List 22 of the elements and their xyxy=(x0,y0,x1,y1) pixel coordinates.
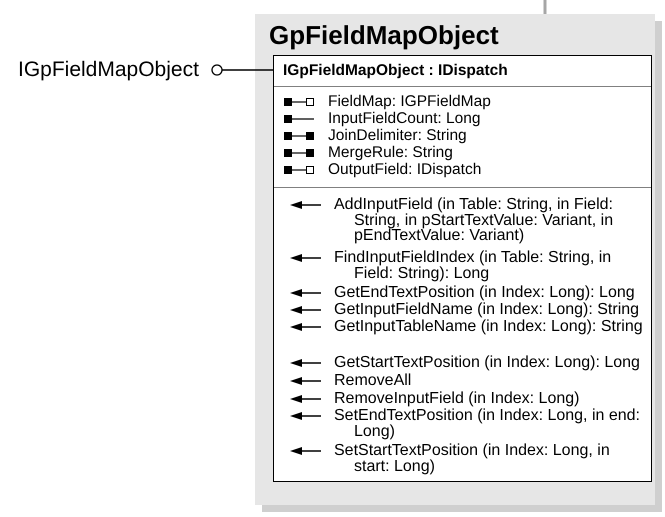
interface-name: IGpFieldMapObject xyxy=(18,58,199,82)
property-text: OutputField: IDispatch xyxy=(328,161,482,178)
class-title: GpFieldMapObject xyxy=(269,20,499,50)
interface-lollipop-connector xyxy=(211,64,273,76)
method-signature: FindInputFieldIndex (in Table: String, in Field: String): Long xyxy=(334,250,612,281)
connector-line xyxy=(544,0,546,14)
method-signature: GetInputTableName (in Index: Long): String xyxy=(334,319,644,334)
method-signature: GetStartTextPosition (in Index: Long): Long xyxy=(334,355,641,370)
method-signature: SetStartTextPosition (in Index: Long, in start: Long) xyxy=(334,443,611,474)
class-panel xyxy=(255,14,655,505)
method-signature: SetEndTextPosition (in Index: Long, in end: Long) xyxy=(334,408,641,439)
property-text: MergeRule: String xyxy=(328,144,453,161)
method-signature: GetInputFieldName (in Index: Long): String xyxy=(334,302,640,318)
method-signature: GetEndTextPosition (in Index: Long): Long xyxy=(334,285,636,300)
method-signature: RemoveInputField (in Index: Long) xyxy=(334,391,580,406)
property-text: FieldMap: IGPFieldMap xyxy=(328,93,491,110)
interface-heading: IGpFieldMapObject : IDispatch xyxy=(283,63,508,78)
property-text: InputFieldCount: Long xyxy=(328,110,481,127)
interface-box xyxy=(273,55,652,482)
method-signature: AddInputField (in Table: String, in Field: String, in pStartTextValue: Variant, in pEndTextValue: Variant) xyxy=(334,197,614,244)
property-text: JoinDelimiter: String xyxy=(328,127,467,144)
method-signature: RemoveAll xyxy=(334,373,412,388)
